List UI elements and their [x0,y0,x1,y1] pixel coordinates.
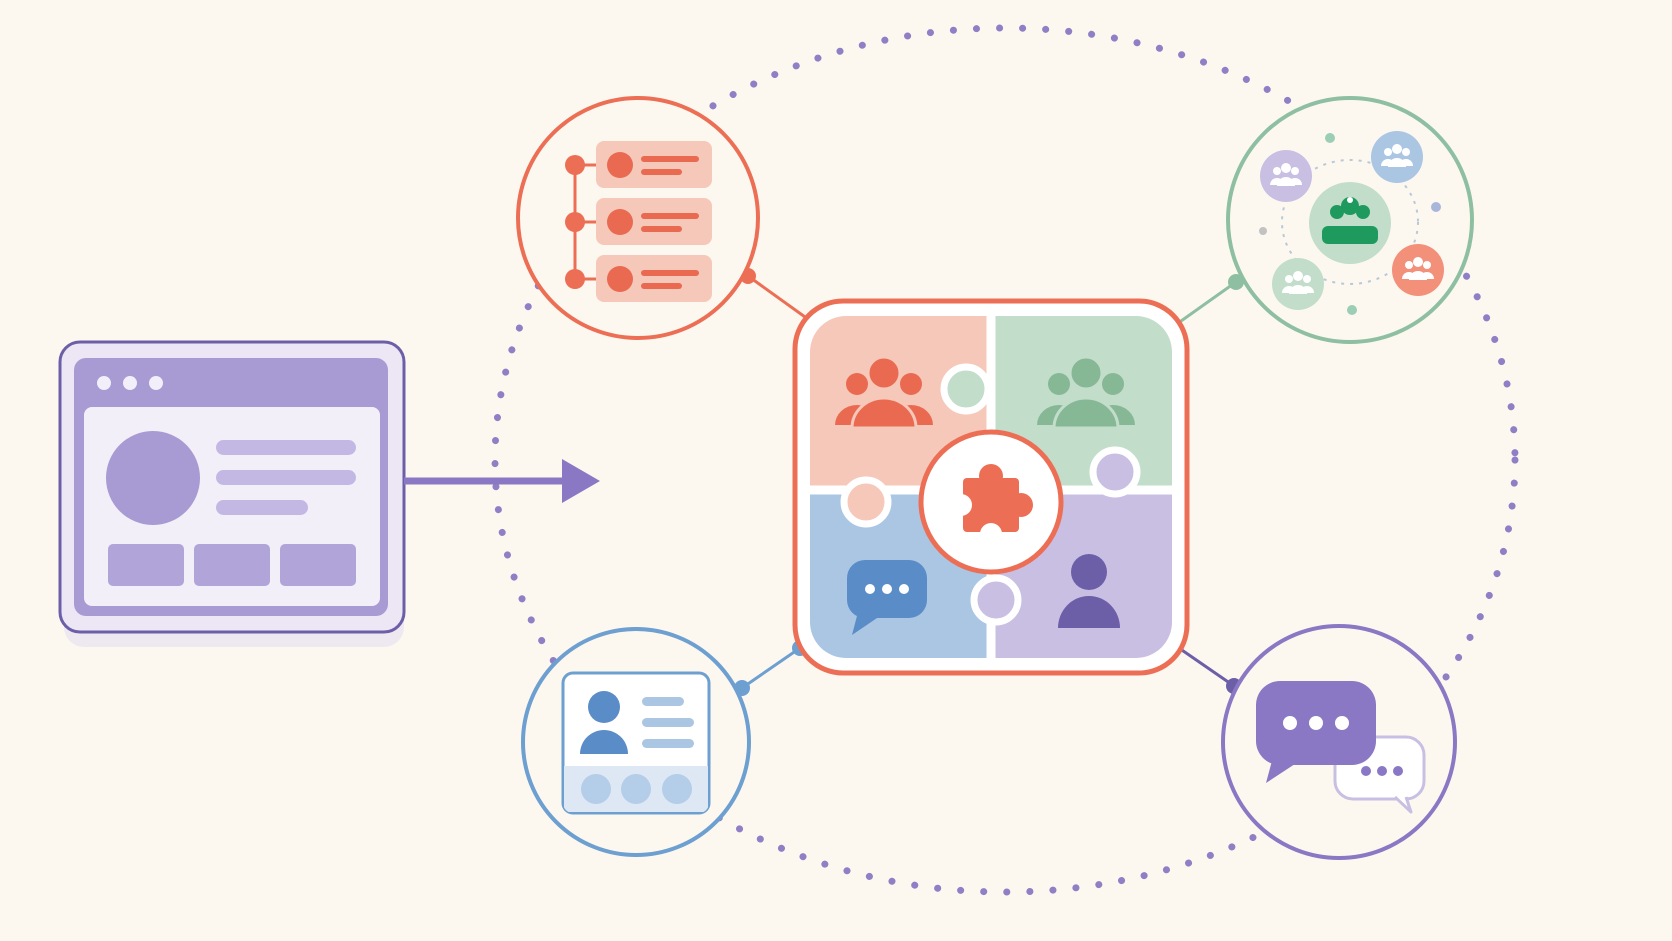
connector-top-left [746,274,814,324]
browser-window-icon [58,340,406,647]
dotted-orbit-ring [491,24,1519,896]
group-icon [835,355,933,430]
window-dot [149,376,163,390]
chat-bubbles-icon [1221,624,1457,860]
window-dot [97,376,111,390]
list-item [596,141,712,188]
community-network-icon [1226,96,1474,344]
chat-bubble-primary [1256,681,1376,783]
group-icon [1037,355,1135,430]
avatar-placeholder [106,431,200,525]
connector-top-right [1172,280,1238,328]
user-icon [1058,554,1120,628]
profile-card-icon [521,627,751,857]
group-node-center [1309,182,1391,264]
connector-bottom-left [740,646,802,690]
list-item [596,198,712,245]
puzzle-hub [792,298,1190,676]
list-timeline-icon [516,96,760,340]
connector-bottom-right [1174,644,1236,688]
group-node [1392,244,1444,296]
arrow-right-icon [404,459,600,503]
group-node [1272,258,1324,310]
puzzle-icon [918,429,1064,575]
chat-bubble-icon [847,560,927,635]
group-node [1260,150,1312,202]
list-item [596,255,712,302]
connector-node [1228,274,1244,290]
group-node [1371,131,1423,183]
window-dot [123,376,137,390]
